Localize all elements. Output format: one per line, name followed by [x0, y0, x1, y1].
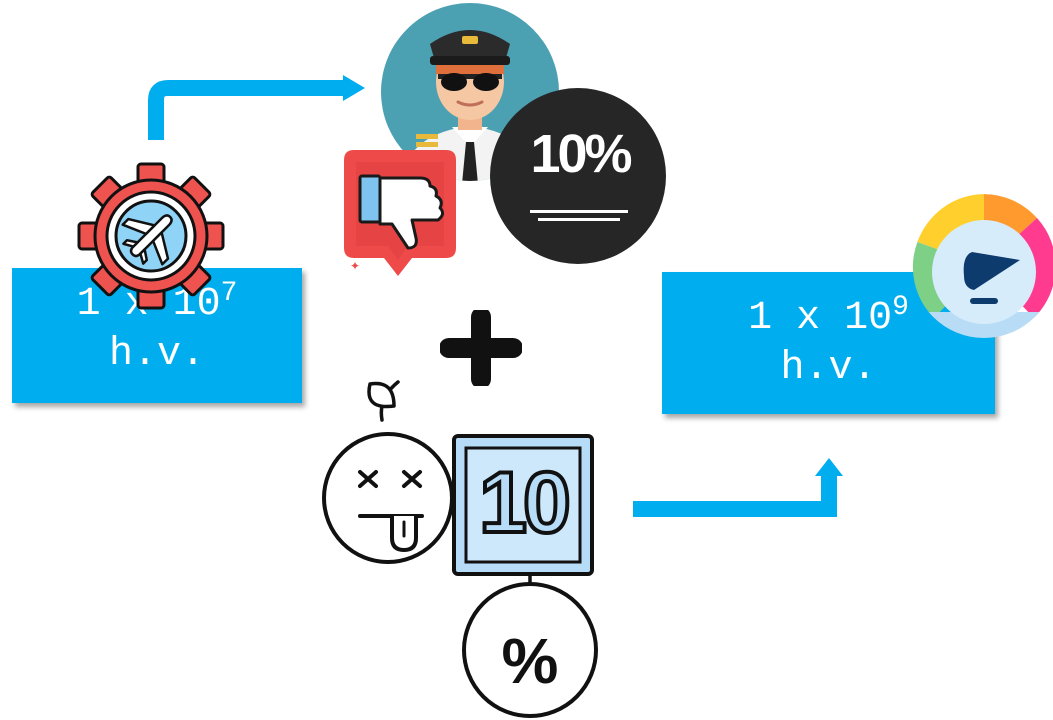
right-value-unit: h.v. — [780, 346, 877, 391]
ten-percent-label: 10% — [530, 124, 632, 184]
svg-text:✦: ✦ — [350, 259, 360, 273]
left-value-unit: h.v. — [108, 332, 205, 377]
pilot-icon — [381, 3, 559, 181]
ten-tag-box — [452, 434, 594, 576]
thumbs-down-icon: ✦ — [344, 150, 456, 276]
airplane-gear-icon — [77, 162, 225, 310]
connector-arrow-bottom — [633, 458, 843, 517]
percent-tag-icon — [462, 576, 598, 718]
percent-tag-label: % — [501, 625, 559, 697]
connector-arrow-top — [148, 75, 365, 140]
left-value-exponent: 7 — [220, 278, 238, 309]
speedometer-icon — [912, 194, 1053, 338]
sick-fruit-icon — [322, 380, 454, 564]
plus-icon — [440, 310, 522, 386]
ten-tag-label: 10 — [477, 453, 573, 553]
right-value-number: 1 x 109 — [748, 292, 909, 342]
ten-percent-badge — [490, 88, 666, 264]
right-value-exponent: 9 — [892, 292, 909, 323]
